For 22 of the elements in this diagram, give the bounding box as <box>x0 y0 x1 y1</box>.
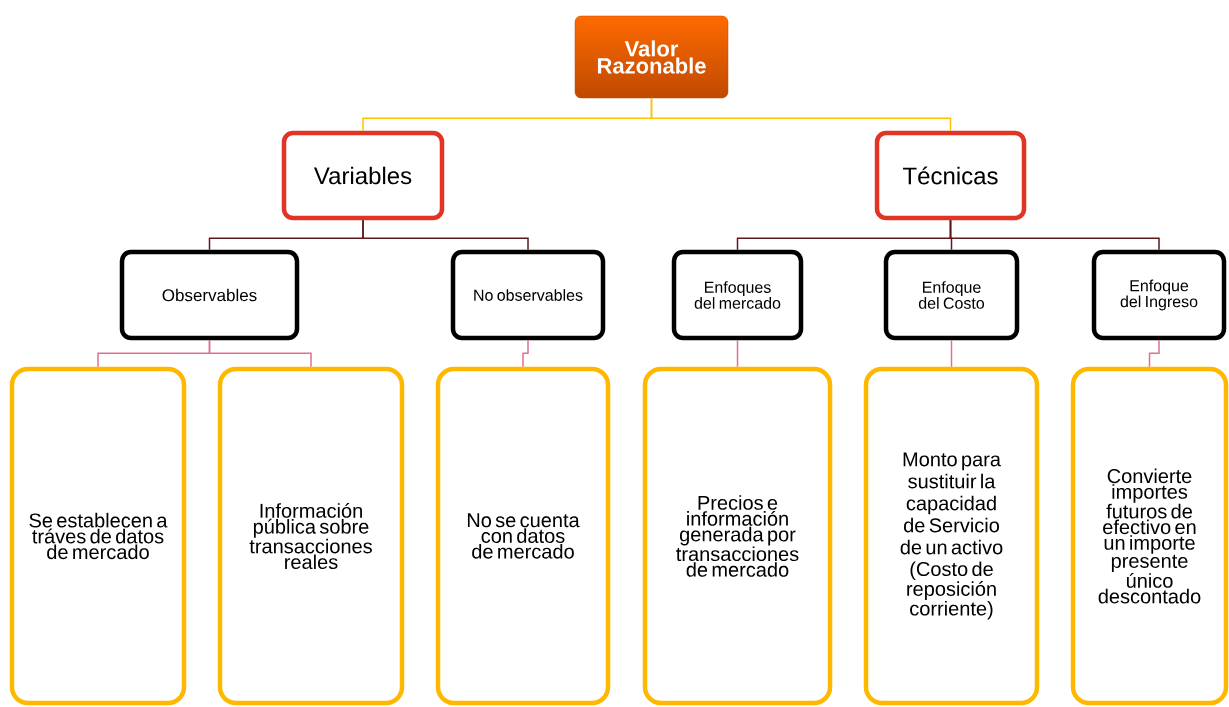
description-box: No se cuenta con datos de mercado <box>435 366 611 706</box>
connector-line <box>650 97 952 132</box>
category-box: Variables <box>281 130 445 221</box>
subcategory-box: Observables <box>119 249 300 341</box>
subcategory-box: No observables <box>450 249 606 341</box>
subcategory-box: Enfoques del mercado <box>671 249 804 341</box>
connector-line <box>949 219 1160 251</box>
connector-line <box>1148 339 1160 368</box>
connector-line <box>950 339 953 368</box>
description-box: Información pública sobre transacciones reales <box>217 366 405 706</box>
connector-line <box>208 339 312 368</box>
subcategory-box: Enfoque del Costo <box>883 249 1020 341</box>
description-box: Se establecen a tráves de datos de mercado <box>9 366 187 706</box>
connector-line <box>522 339 529 368</box>
description-box: Precios e información generada por transacciones de mercado <box>642 366 833 706</box>
subcategory-box: Enfoque del Ingreso <box>1091 249 1227 341</box>
description-box: Convierte importes futuros de efectivo en un importe presente único descontado <box>1070 366 1229 706</box>
title-box: Valor Razonable <box>574 15 729 99</box>
connector-line <box>362 219 529 251</box>
connector-line <box>736 339 739 368</box>
description-box: Monto para sustituir la capacidad de Servicio de un activo (Costo de reposición corriente) <box>863 366 1040 706</box>
category-box: Técnicas <box>874 130 1027 221</box>
